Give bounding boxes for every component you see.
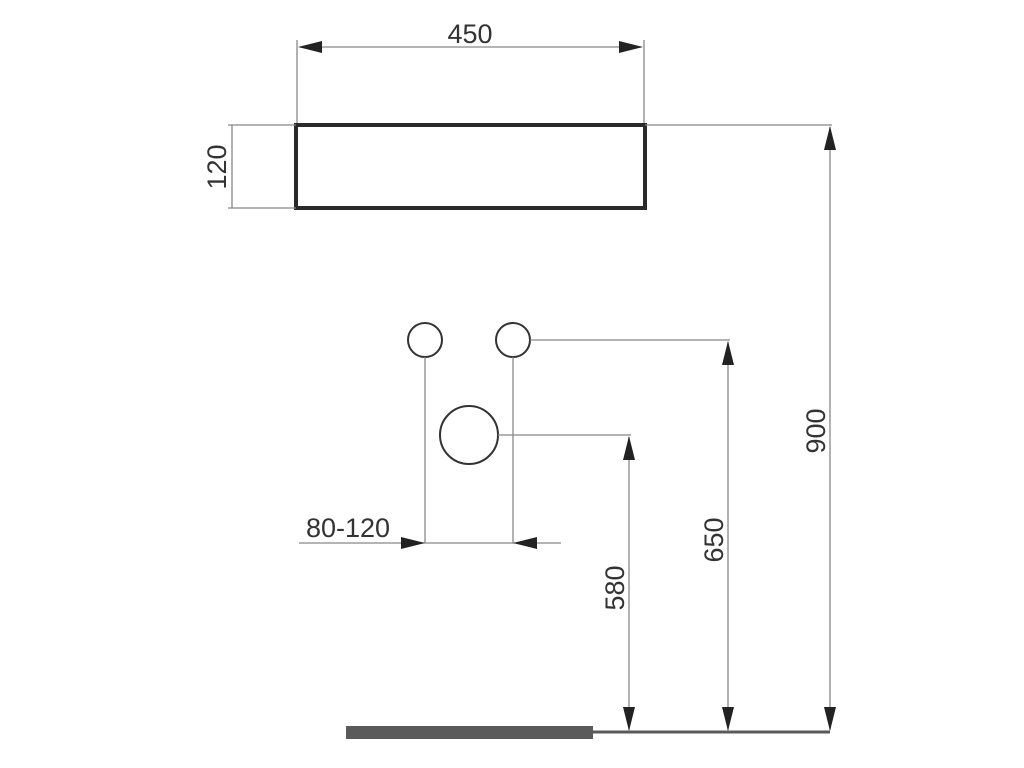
floor-slab — [346, 726, 593, 739]
drain-height-dimension: 580 — [498, 434, 635, 731]
mount-height-dimension: 900 — [645, 124, 836, 731]
arrow-down-icon — [824, 707, 836, 731]
mount-height-label: 900 — [801, 408, 831, 453]
arrow-up-icon — [824, 126, 836, 150]
supply-height-label: 650 — [699, 517, 729, 562]
basin-outline — [294, 123, 647, 210]
supply-pipe-right — [495, 322, 531, 358]
height-label: 120 — [202, 144, 232, 189]
arrow-down-icon — [722, 707, 734, 731]
arrow-left-icon — [298, 41, 322, 53]
width-dimension: 450 — [296, 19, 645, 123]
arrow-right-icon — [401, 537, 425, 549]
arrow-left-icon — [513, 537, 537, 549]
height-dimension: 120 — [202, 124, 296, 209]
supply-spacing-dimension: 80-120 — [299, 357, 561, 549]
arrow-up-icon — [722, 341, 734, 365]
arrow-up-icon — [623, 436, 635, 460]
arrow-right-icon — [619, 41, 643, 53]
supply-pipe-left — [407, 322, 443, 358]
supply-spacing-label: 80-120 — [306, 513, 390, 543]
drain-pipe — [439, 405, 499, 465]
arrow-down-icon — [623, 707, 635, 731]
drain-height-label: 580 — [600, 565, 630, 610]
width-label: 450 — [447, 19, 492, 49]
supply-height-dimension: 650 — [530, 339, 734, 731]
